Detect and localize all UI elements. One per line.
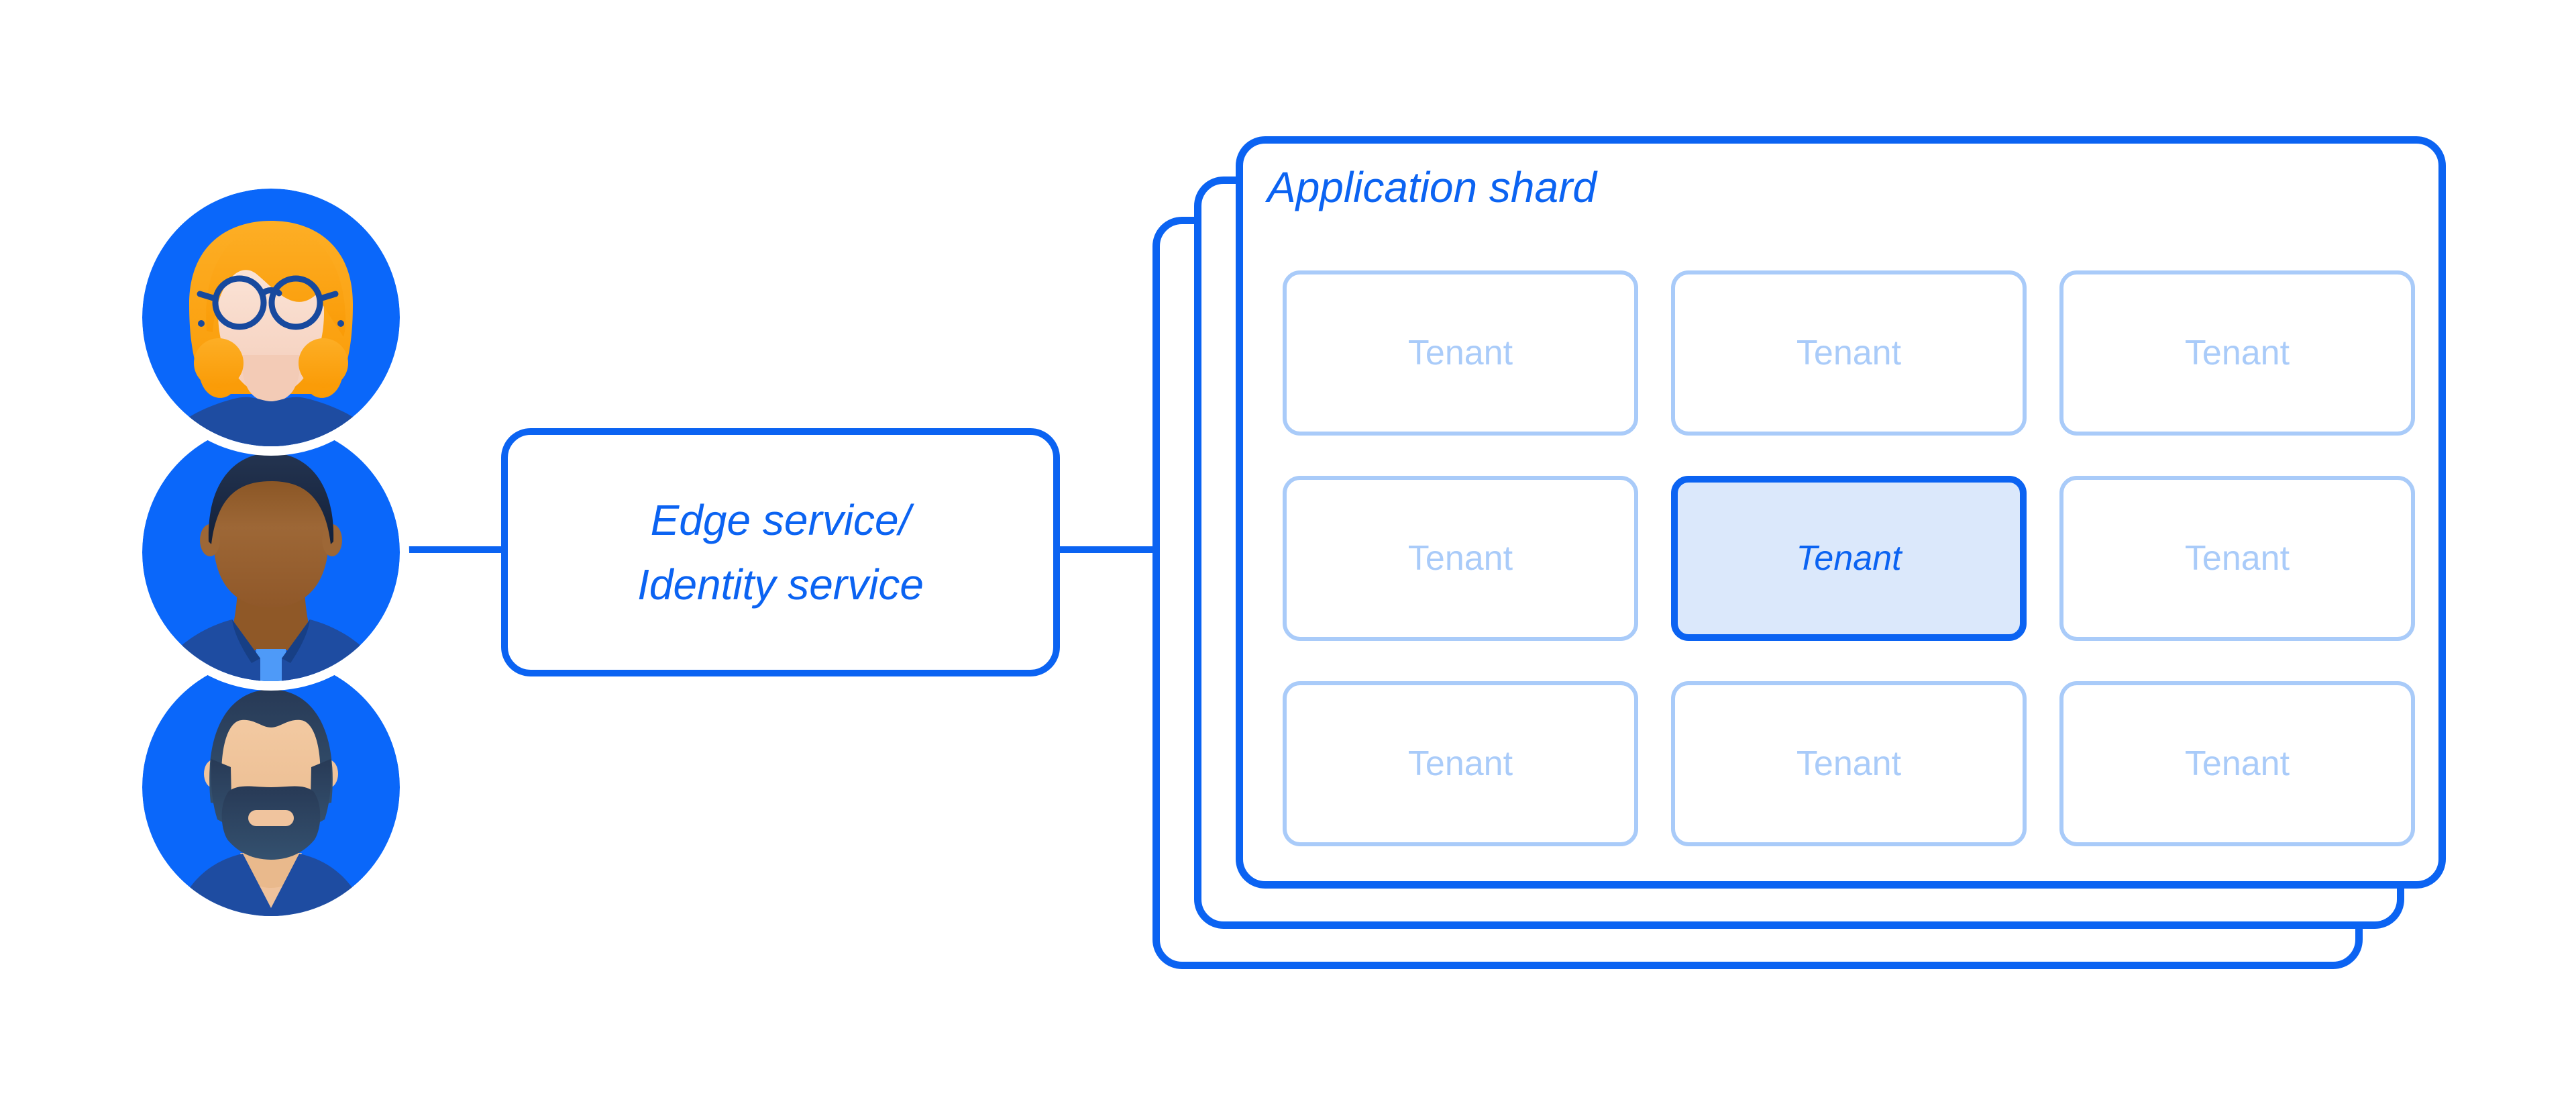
tenant-grid: Tenant Tenant Tenant Tenant Tenant Tenan…: [1283, 270, 2415, 846]
avatar-woman-with-glasses: [142, 189, 400, 446]
edge-identity-service-node: Edge service/ Identity service: [501, 428, 1060, 676]
connector-users-to-edge-service: [400, 546, 502, 553]
tenant-box: Tenant: [1283, 681, 1638, 846]
tenant-box: Tenant: [1671, 270, 2027, 436]
tenant-box: Tenant: [2059, 476, 2415, 641]
tenant-box: Tenant: [2059, 681, 2415, 846]
bearded-man-avatar-icon: [142, 658, 400, 916]
edge-service-label-line2: Identity service: [637, 560, 924, 609]
tenant-box: Tenant: [1671, 681, 2027, 846]
connector-edge-service-to-application-shard: [1060, 546, 1157, 553]
avatar-bearded-man: [142, 658, 400, 916]
tenant-box: Tenant: [1283, 476, 1638, 641]
woman-avatar-icon: [142, 189, 400, 446]
round-glasses-icon: [197, 275, 339, 330]
tenant-box: Tenant: [1283, 270, 1638, 436]
application-shard-card-front: Application shard Tenant Tenant Tenant T…: [1236, 136, 2446, 889]
application-shard-title: Application shard: [1267, 163, 1597, 211]
avatar-man: [142, 423, 400, 681]
man-avatar-icon: [142, 423, 400, 681]
tenant-box-active: Tenant: [1671, 476, 2027, 641]
edge-service-label-line1: Edge service/: [650, 496, 911, 544]
tenant-box: Tenant: [2059, 270, 2415, 436]
